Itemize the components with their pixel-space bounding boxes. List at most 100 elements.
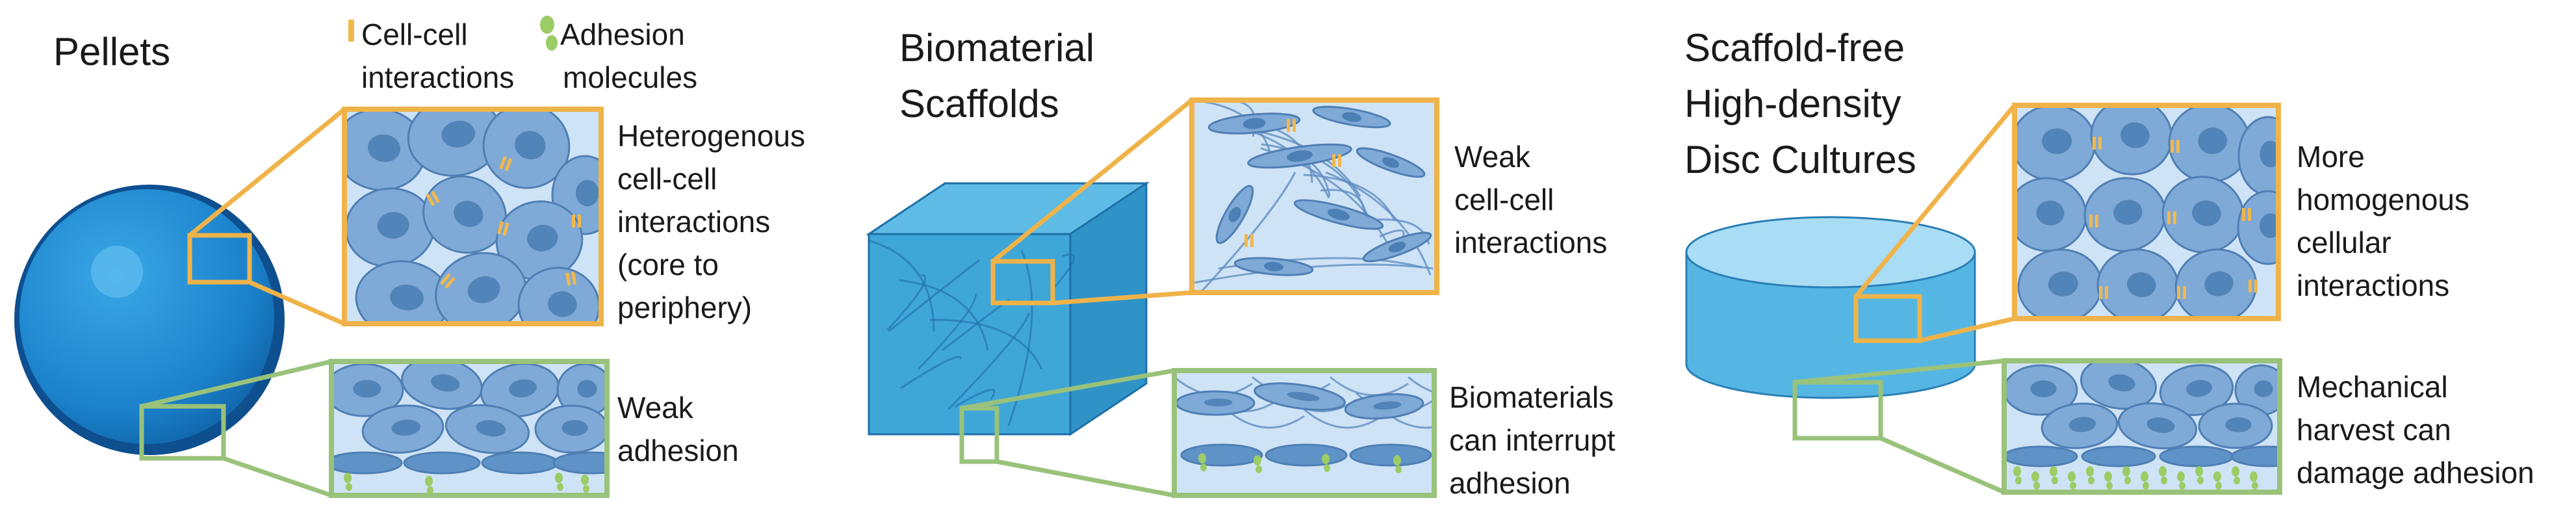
adhesion-molecule — [2086, 466, 2094, 477]
cell-cell-interaction — [2167, 211, 2170, 224]
adhesion-molecule — [1322, 454, 1330, 464]
adhesion-molecule — [2143, 482, 2149, 490]
adhesion-molecule — [2050, 466, 2057, 477]
disc-top — [1685, 216, 1976, 289]
adhesion-molecule — [2106, 482, 2113, 490]
cell-nucleus — [1373, 401, 1402, 410]
cell-cell-interaction — [571, 271, 577, 285]
disc-panel — [1685, 103, 2282, 495]
adhesion-molecule — [2068, 471, 2076, 482]
adhesion-molecule — [2213, 471, 2221, 482]
cell-nucleus — [390, 284, 424, 311]
cell-cell-interaction — [502, 222, 509, 236]
adhesion-molecule — [2161, 477, 2167, 484]
pellets-top-label-2: cell-cell — [617, 162, 717, 196]
disc-title-line1: Scaffold-free — [1684, 26, 1905, 70]
disc-top-label-3: cellular — [2297, 226, 2391, 259]
pellet-panel — [14, 107, 610, 498]
scaffold-fiber — [1408, 376, 1434, 393]
scaffolds-top-label-1: Weak — [1454, 140, 1530, 174]
cell-nucleus — [1243, 118, 1266, 129]
cube-fiber — [929, 319, 1043, 370]
cell-cell-interaction — [2095, 215, 2098, 228]
adhesion-molecule — [2177, 471, 2185, 482]
flat-cell — [2159, 445, 2234, 467]
cell-cell-interaction — [2177, 286, 2180, 299]
cell-cell-interaction — [1250, 234, 1254, 247]
disc-title-line2: High-density — [1684, 82, 1901, 125]
flat-cell — [403, 451, 481, 475]
cell-cell-interaction — [504, 158, 512, 172]
cell-cell-interaction — [2089, 215, 2093, 228]
pellets-bottom-label-2: adhesion — [617, 434, 739, 467]
cell-nucleus — [1382, 157, 1400, 168]
scaffolds-title-line1: Biomaterial — [899, 26, 1095, 70]
adhesion-molecule — [346, 483, 352, 491]
cell-nucleus — [353, 380, 381, 398]
adhesion-molecule — [2013, 466, 2021, 477]
adhesion-molecule — [2122, 466, 2130, 477]
cell-cell-interaction — [578, 215, 581, 228]
adhesion-molecule — [344, 473, 352, 483]
cell-nucleus — [2042, 128, 2072, 154]
cell-nucleus — [431, 374, 460, 392]
cell-cell-interaction — [431, 190, 440, 203]
cube-fiber — [917, 293, 977, 371]
scaffold-bottom-zoom-marker — [959, 406, 999, 464]
scaffolds-bottom-label-3: adhesion — [1449, 466, 1571, 500]
cell-nucleus — [454, 200, 483, 228]
cell-nucleus — [2127, 272, 2156, 298]
flat-cell — [481, 451, 559, 475]
cell-cell-interaction — [2248, 280, 2252, 293]
flat-cell — [331, 451, 403, 475]
scaffold-fibers — [868, 239, 1075, 426]
cell-nucleus — [577, 380, 597, 398]
scaffold-fiber — [1226, 408, 1305, 429]
disc-bottom-zoom-marker — [1792, 380, 1883, 441]
adhesion-molecule — [2197, 477, 2204, 484]
adhesion-molecule — [1324, 464, 1330, 472]
cube-fiber — [947, 312, 1031, 410]
scaffold-fiber — [1330, 376, 1409, 397]
adhesion-molecule — [555, 473, 563, 483]
adhesion-molecule — [1393, 455, 1401, 465]
cell-cell-interaction — [2173, 211, 2176, 224]
cell-nucleus — [377, 212, 409, 239]
adhesion-molecule — [1198, 453, 1206, 464]
scaffolds-top-label-2: cell-cell — [1454, 183, 1554, 216]
cell-nucleus — [2192, 200, 2221, 226]
legend-cell-cell-line1: Cell-cell — [361, 18, 468, 51]
disc-bottom-label-2: harvest can — [2297, 413, 2451, 447]
cell-nucleus — [2030, 380, 2057, 398]
scaffolds-bottom-label-1: Biomaterials — [1449, 380, 1614, 414]
scaffolds-bottom-label-2: can interrupt — [1449, 423, 1616, 457]
cell-nucleus — [1287, 391, 1320, 401]
pellet-top-zoom-box — [342, 107, 604, 326]
cell-nucleus — [548, 291, 577, 317]
adhesion-molecule — [583, 485, 589, 493]
cell-nucleus — [441, 120, 476, 148]
flat-cell — [2081, 445, 2156, 467]
adhesion-molecule — [2088, 477, 2094, 484]
cell-cell-interaction-icon — [348, 20, 354, 42]
scaffold-fiber — [1201, 172, 1296, 292]
adhesion-molecule — [2104, 471, 2112, 482]
disc-bottom-label-3: damage adhesion — [2297, 456, 2534, 490]
cell-nucleus — [2108, 374, 2135, 392]
adhesion-molecule-icon — [540, 16, 558, 51]
adhesion-molecule — [1254, 455, 1261, 465]
cell-cell-interaction — [1332, 154, 1335, 167]
adhesion-molecule — [2124, 477, 2131, 484]
adhesion-molecule — [2031, 471, 2039, 482]
flat-cell — [2230, 445, 2280, 467]
adhesion-molecule — [1395, 465, 1402, 473]
flat-cell — [552, 451, 607, 475]
cell-nucleus — [2120, 122, 2150, 148]
cell-nucleus — [1327, 209, 1350, 220]
cell-nucleus — [2198, 127, 2227, 154]
cell-cell-interaction — [440, 273, 451, 285]
cell-cell-interaction — [1244, 234, 1248, 247]
cell-nucleus — [1204, 398, 1233, 407]
cell-cell-interaction — [2170, 140, 2174, 153]
